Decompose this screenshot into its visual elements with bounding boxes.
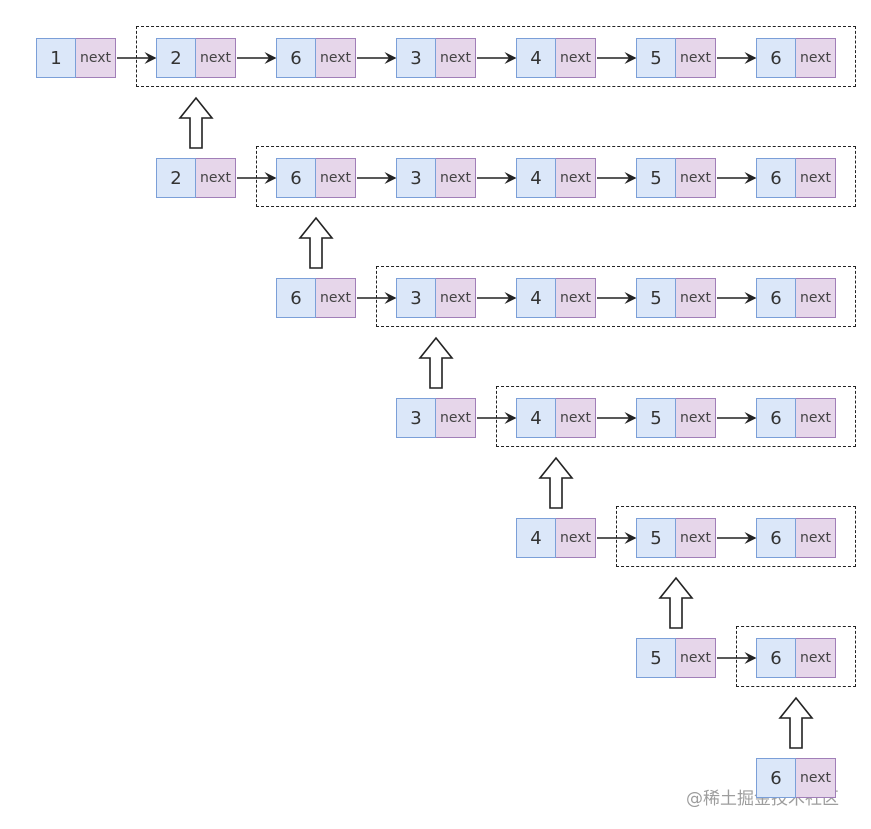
- node-next-pointer: next: [676, 158, 716, 198]
- up-arrow-icon: [418, 336, 454, 389]
- node-value: 5: [636, 38, 676, 78]
- node-value: 6: [276, 278, 316, 318]
- node-value: 1: [36, 38, 76, 78]
- node-value: 4: [516, 518, 556, 558]
- node-next-pointer: next: [316, 158, 356, 198]
- sublist-box: [496, 386, 856, 447]
- up-arrow-icon: [658, 576, 694, 629]
- node-value: 3: [396, 278, 436, 318]
- node-value: 4: [516, 278, 556, 318]
- node-value: 5: [636, 278, 676, 318]
- sublist-box: [616, 506, 856, 567]
- up-arrow-icon: [298, 216, 334, 269]
- node-next-pointer: next: [316, 38, 356, 78]
- node-value: 6: [276, 38, 316, 78]
- node-value: 2: [156, 158, 196, 198]
- node-value: 3: [396, 158, 436, 198]
- node-next-pointer: next: [676, 518, 716, 558]
- node-next-pointer: next: [196, 38, 236, 78]
- up-arrow-icon: [778, 696, 814, 749]
- node-next-pointer: next: [316, 278, 356, 318]
- node-value: 6: [756, 158, 796, 198]
- sublist-box: [736, 626, 856, 687]
- node-value: 5: [636, 398, 676, 438]
- node-next-pointer: next: [796, 638, 836, 678]
- node-next-pointer: next: [676, 38, 716, 78]
- node-value: 6: [756, 398, 796, 438]
- node-value: 6: [756, 518, 796, 558]
- node-value: 6: [756, 758, 796, 798]
- sublist-box: [136, 26, 856, 87]
- node-value: 3: [396, 398, 436, 438]
- node-next-pointer: next: [436, 38, 476, 78]
- node-next-pointer: next: [196, 158, 236, 198]
- node-next-pointer: next: [556, 38, 596, 78]
- node-next-pointer: next: [796, 38, 836, 78]
- node-next-pointer: next: [796, 158, 836, 198]
- node-value: 3: [396, 38, 436, 78]
- node-next-pointer: next: [556, 158, 596, 198]
- node-next-pointer: next: [676, 398, 716, 438]
- node-value: 4: [516, 38, 556, 78]
- node-next-pointer: next: [796, 758, 836, 798]
- node-next-pointer: next: [796, 398, 836, 438]
- up-arrow-icon: [538, 456, 574, 509]
- up-arrow-icon: [178, 96, 214, 149]
- node-value: 6: [756, 38, 796, 78]
- sublist-box: [256, 146, 856, 207]
- node-value: 5: [636, 518, 676, 558]
- node-next-pointer: next: [436, 398, 476, 438]
- node-next-pointer: next: [796, 518, 836, 558]
- node-value: 2: [156, 38, 196, 78]
- node-value: 5: [636, 158, 676, 198]
- node-value: 4: [516, 398, 556, 438]
- node-value: 5: [636, 638, 676, 678]
- sublist-box: [376, 266, 856, 327]
- node-value: 6: [756, 278, 796, 318]
- node-value: 6: [276, 158, 316, 198]
- node-next-pointer: next: [556, 278, 596, 318]
- node-next-pointer: next: [556, 398, 596, 438]
- node-next-pointer: next: [436, 278, 476, 318]
- node-value: 4: [516, 158, 556, 198]
- node-next-pointer: next: [796, 278, 836, 318]
- node-value: 6: [756, 638, 796, 678]
- node-next-pointer: next: [676, 278, 716, 318]
- node-next-pointer: next: [556, 518, 596, 558]
- node-next-pointer: next: [676, 638, 716, 678]
- node-next-pointer: next: [436, 158, 476, 198]
- node-next-pointer: next: [76, 38, 116, 78]
